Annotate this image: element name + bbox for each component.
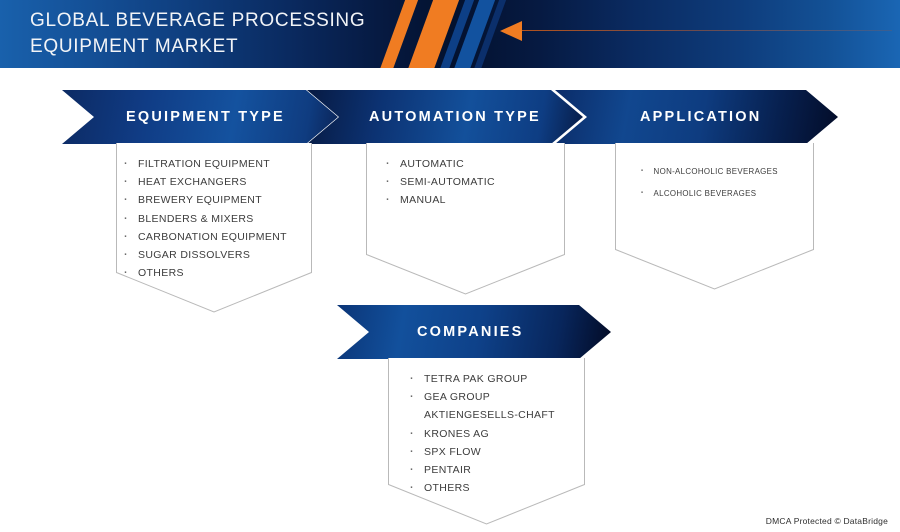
left-arrow-icon [500, 21, 522, 41]
section-banner-application: APPLICATION [555, 90, 838, 144]
section-content-application: NON-ALCOHOLIC BEVERAGES ALCOHOLIC BEVERA… [615, 143, 814, 290]
list-item: SPX FLOW [406, 442, 585, 461]
banner-label-companies: COMPANIES [417, 324, 524, 340]
list-item: MANUAL [382, 190, 565, 209]
section-banner-companies: COMPANIES [337, 305, 611, 359]
footer-copyright: DMCA Protected © DataBridge [765, 516, 888, 526]
header-banner: GLOBAL BEVERAGE PROCESSING EQUIPMENT MAR… [0, 0, 900, 68]
list-item: CARBONATION EQUIPMENT [120, 227, 312, 246]
section-content-companies: TETRA PAK GROUP GEA GROUP AKTIENGESELLS-… [388, 358, 585, 525]
list-automation-type: AUTOMATIC SEMI-AUTOMATIC MANUAL [366, 143, 565, 210]
section-banner-automation-type: AUTOMATION TYPE [307, 90, 583, 144]
section-banner-equipment-type: EQUIPMENT TYPE [62, 90, 338, 144]
list-item: NON-ALCOHOLIC BEVERAGES [637, 159, 800, 182]
list-item: KRONES AG [406, 424, 585, 443]
section-content-automation-type: AUTOMATIC SEMI-AUTOMATIC MANUAL [366, 143, 565, 295]
list-item: OTHERS [120, 263, 312, 282]
arrow-line [520, 30, 892, 31]
banner-label-application: APPLICATION [640, 109, 762, 125]
banner-label-automation-type: AUTOMATION TYPE [369, 109, 541, 125]
list-item: PENTAIR [406, 460, 585, 479]
list-companies: TETRA PAK GROUP GEA GROUP AKTIENGESELLS-… [388, 358, 585, 497]
list-item: GEA GROUP AKTIENGESELLS-CHAFT [406, 387, 585, 424]
list-item: SUGAR DISSOLVERS [120, 245, 312, 264]
list-item: TETRA PAK GROUP [406, 369, 585, 388]
list-item: OTHERS [406, 478, 585, 497]
list-item: SEMI-AUTOMATIC [382, 172, 565, 191]
page-title: GLOBAL BEVERAGE PROCESSING EQUIPMENT MAR… [30, 10, 366, 57]
section-content-equipment-type: FILTRATION EQUIPMENT HEAT EXCHANGERS BRE… [116, 143, 312, 313]
list-item: AUTOMATIC [382, 154, 565, 173]
list-item: BREWERY EQUIPMENT [120, 190, 312, 209]
list-application: NON-ALCOHOLIC BEVERAGES ALCOHOLIC BEVERA… [615, 143, 814, 204]
list-item: FILTRATION EQUIPMENT [120, 154, 312, 173]
list-item: BLENDERS & MIXERS [120, 209, 312, 228]
list-equipment-type: FILTRATION EQUIPMENT HEAT EXCHANGERS BRE… [116, 143, 312, 282]
list-item: ALCOHOLIC BEVERAGES [637, 181, 800, 204]
banner-label-equipment-type: EQUIPMENT TYPE [126, 109, 285, 125]
list-item: HEAT EXCHANGERS [120, 172, 312, 191]
